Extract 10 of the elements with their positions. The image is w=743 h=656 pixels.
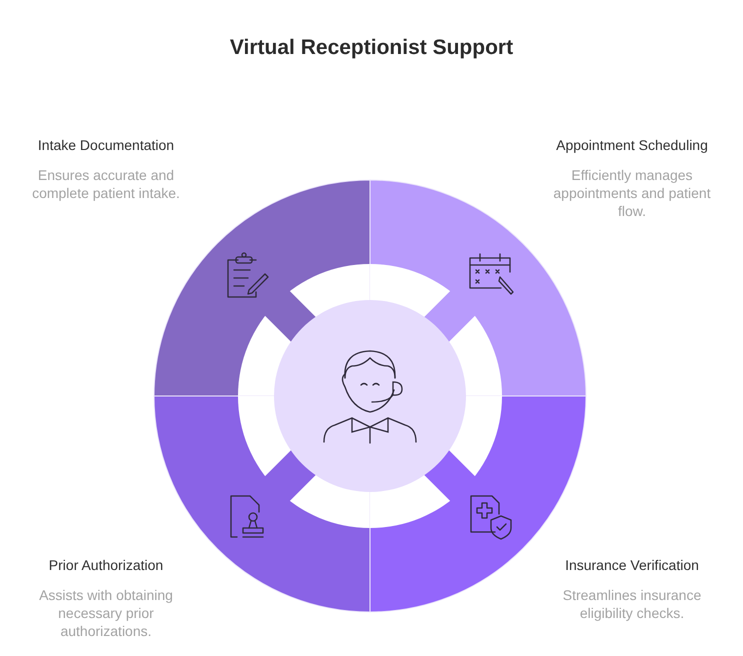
segment-description: Assists with obtaining necessary prior authorizations. bbox=[38, 586, 174, 640]
segment-description: Streamlines insurance eligibility checks. bbox=[562, 586, 702, 622]
segment-description: Efficiently manages appointments and patient flow. bbox=[552, 166, 712, 220]
segment-description: Ensures accurate and complete patient intake. bbox=[31, 166, 181, 202]
segment-heading: Prior Authorization bbox=[48, 556, 164, 574]
center-circle bbox=[274, 300, 466, 492]
diagram-title: Virtual Receptionist Support bbox=[230, 35, 514, 61]
segment-heading: Appointment Scheduling bbox=[556, 136, 708, 154]
segment-heading: Intake Documentation bbox=[38, 136, 174, 154]
segment-heading: Insurance Verification bbox=[565, 556, 699, 574]
